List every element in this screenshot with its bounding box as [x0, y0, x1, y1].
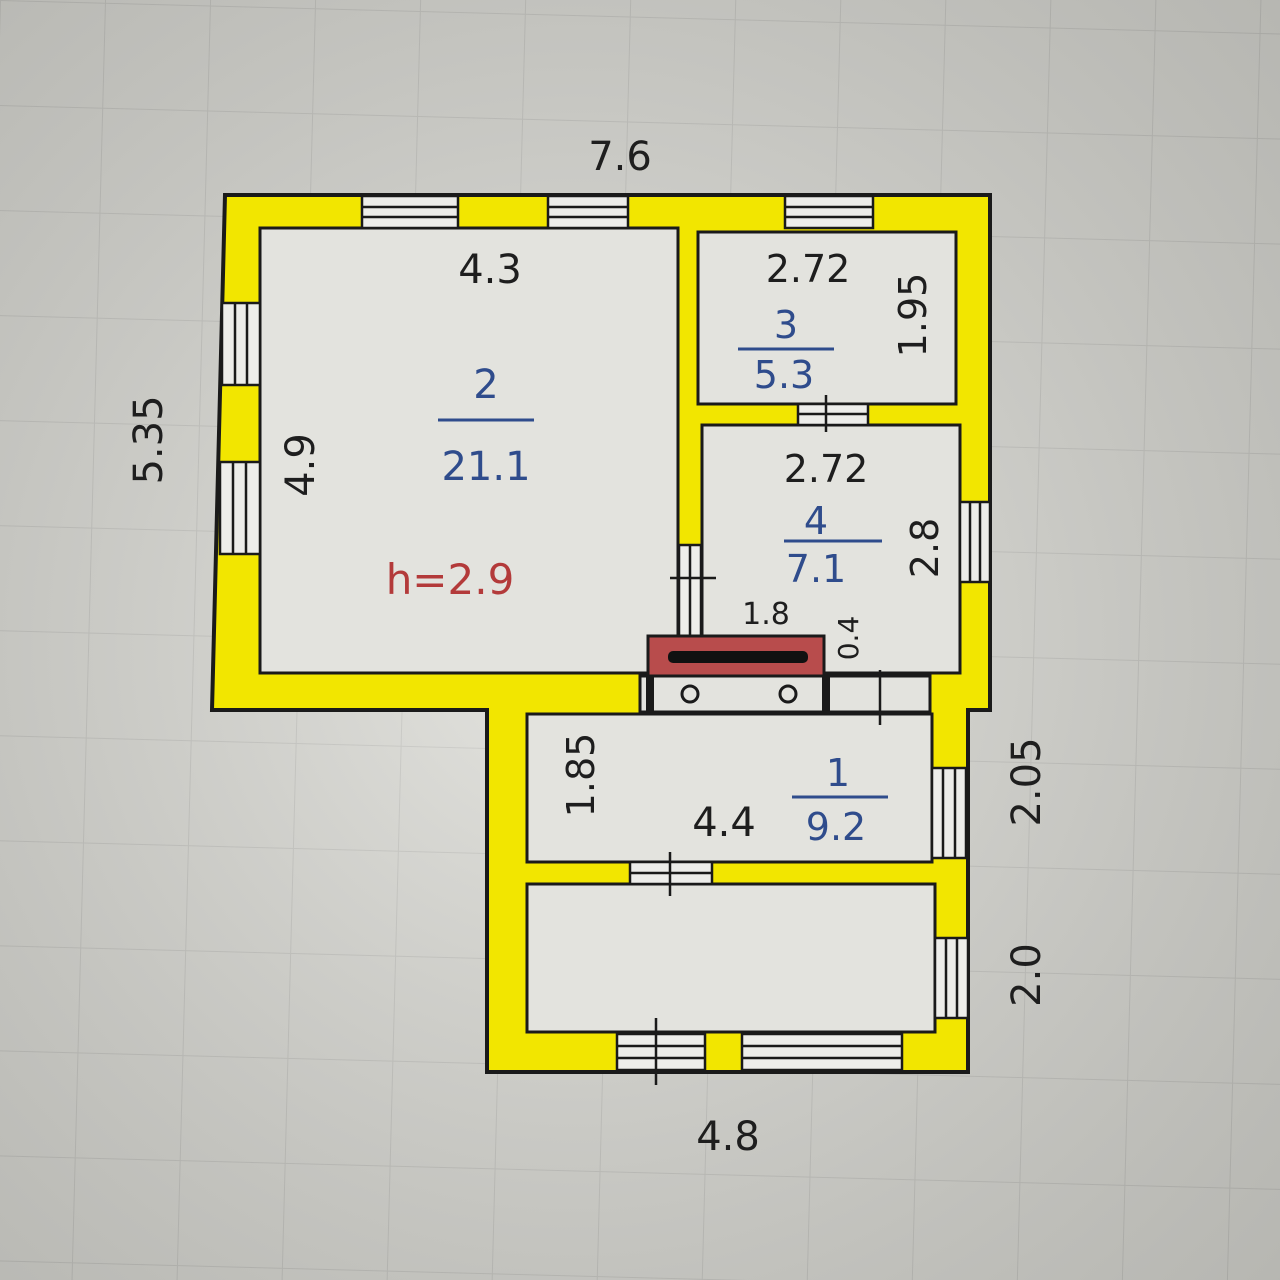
- window-top-3: [783, 194, 875, 230]
- window-top-2: [546, 194, 630, 230]
- room-label-bars: [438, 347, 888, 799]
- room-3-width: 2.72: [766, 247, 851, 291]
- room-1-length: 1.85: [559, 733, 603, 818]
- door-room1-veranda: [628, 852, 714, 896]
- room-2-number: 2: [473, 362, 498, 408]
- room-1-floor: [525, 712, 934, 864]
- window-top-1: [360, 194, 460, 230]
- window-bottom-1: [615, 1032, 707, 1072]
- windows: [218, 194, 992, 1072]
- room-1-width: 4.4: [692, 800, 756, 846]
- window-right-room1: [930, 766, 968, 860]
- room-4-area: 7.1: [786, 547, 846, 591]
- stove-burner-1: [680, 684, 700, 704]
- outer-left-height: 5.35: [126, 395, 172, 484]
- veranda-floor: [525, 882, 937, 1034]
- window-left-2: [218, 460, 262, 556]
- room-1-number: 1: [826, 751, 850, 795]
- room-3-floor: [696, 230, 958, 406]
- doors: [628, 395, 882, 1085]
- stove-burner-2: [778, 684, 798, 704]
- window-right-room4: [958, 500, 992, 584]
- window-right-veranda: [933, 936, 970, 1020]
- stove-firebox: [668, 651, 808, 663]
- door-room3-room4: [796, 395, 870, 432]
- room-2-length: 4.9: [278, 433, 324, 497]
- stove-width: 1.8: [742, 597, 790, 632]
- room-4-width: 2.72: [784, 447, 869, 491]
- ceiling-height: h=2.9: [386, 555, 515, 604]
- stove-depth: 0.4: [832, 616, 865, 661]
- window-bottom-2: [740, 1032, 904, 1072]
- room-2-floor: [258, 226, 680, 675]
- room-2-width: 4.3: [458, 247, 522, 293]
- room-3-length: 1.95: [891, 273, 935, 358]
- stove: [646, 634, 830, 712]
- outer-right-upper: 2.05: [1004, 737, 1050, 826]
- outer-bottom-width: 4.8: [696, 1114, 760, 1160]
- window-left-1: [220, 301, 262, 387]
- outer-right-lower: 2.0: [1004, 943, 1050, 1007]
- room-2-area: 21.1: [441, 444, 530, 490]
- room-1-area: 9.2: [806, 805, 866, 849]
- stove-passage: [638, 674, 932, 714]
- room-3-number: 3: [774, 303, 798, 347]
- room-3-area: 5.3: [754, 353, 814, 397]
- outer-top-width: 7.6: [588, 134, 652, 180]
- room-4-length: 2.8: [903, 518, 947, 578]
- room-4-number: 4: [804, 499, 828, 543]
